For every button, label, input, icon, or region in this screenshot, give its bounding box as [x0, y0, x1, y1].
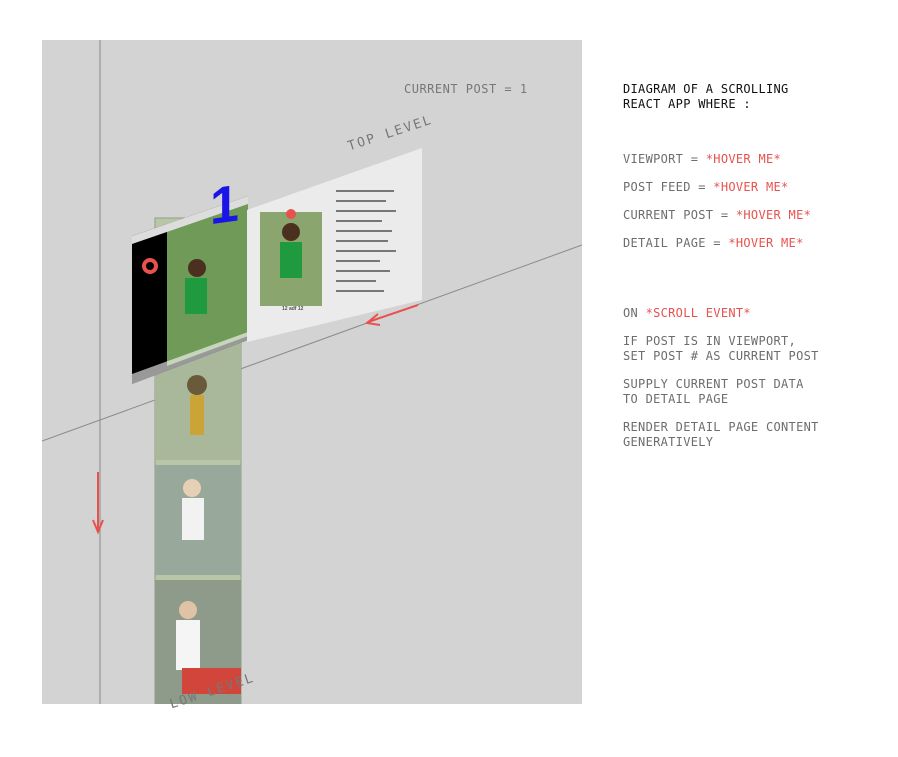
detail-page[interactable]: 12 adf 12 — [247, 148, 422, 342]
data-flow-arrow — [364, 304, 419, 326]
post-feed-row: POST FEED = *HOVER ME* — [623, 180, 883, 195]
athlete-photo — [183, 479, 201, 497]
detail-caption: 12 adf 12 — [282, 306, 304, 312]
athlete-photo — [282, 223, 300, 241]
detail-page-hover-link[interactable]: *HOVER ME* — [728, 236, 804, 250]
generated-text-block — [336, 190, 396, 292]
scroll-down-arrow — [92, 472, 104, 535]
scroll-event-row: ON *SCROLL EVENT* — [623, 306, 883, 321]
scroll-event-link[interactable]: *SCROLL EVENT* — [645, 306, 751, 320]
athlete-photo — [176, 620, 200, 670]
athlete-photo — [280, 242, 302, 278]
athlete-photo — [185, 278, 207, 314]
athlete-photo — [182, 498, 204, 540]
spacer — [623, 264, 883, 306]
post-feed-row-label: POST FEED = — [623, 180, 714, 194]
detail-page-row-label: DETAIL PAGE = — [623, 236, 729, 250]
viewport-hover-link[interactable]: *HOVER ME* — [705, 152, 782, 166]
current-post-label: CURRENT POST = 1 — [404, 82, 528, 96]
post-feed-hover-link[interactable]: *HOVER ME* — [713, 180, 789, 194]
viewport[interactable] — [132, 196, 248, 384]
current-post-row-label: CURRENT POST = — [623, 208, 736, 222]
sidebar-title: DIAGRAM OF A SCROLLING REACT APP WHERE : — [623, 82, 789, 111]
current-post-hover-link[interactable]: *HOVER ME* — [735, 208, 812, 222]
explanation-sidebar: DIAGRAM OF A SCROLLING REACT APP WHERE :… — [623, 82, 883, 463]
scroll-event-label: ON — [623, 306, 646, 320]
athlete-photo — [179, 601, 197, 619]
advert-board — [182, 668, 241, 694]
viewport-row-label: VIEWPORT = — [623, 152, 706, 166]
step-supply-data: SUPPLY CURRENT POST DATA TO DETAIL PAGE — [623, 377, 804, 406]
athlete-photo — [187, 375, 207, 395]
detail-logo-icon — [286, 209, 296, 219]
athlete-photo — [188, 259, 206, 277]
detail-page-row: DETAIL PAGE = *HOVER ME* — [623, 236, 883, 251]
athlete-photo — [190, 395, 204, 435]
step-set-current-post: IF POST IS IN VIEWPORT, SET POST # AS CU… — [623, 334, 819, 363]
diagram-canvas: 1 12 adf 12 — [42, 40, 582, 704]
current-post-number: 1 — [210, 175, 239, 237]
diagram-panel: 1 12 adf 12 — [42, 40, 582, 712]
viewport-row: VIEWPORT = *HOVER ME* — [623, 152, 883, 167]
current-post-row: CURRENT POST = *HOVER ME* — [623, 208, 883, 223]
horizontal-axis-line — [42, 244, 582, 442]
step-render-detail: RENDER DETAIL PAGE CONTENT GENERATIVELY — [623, 420, 819, 449]
